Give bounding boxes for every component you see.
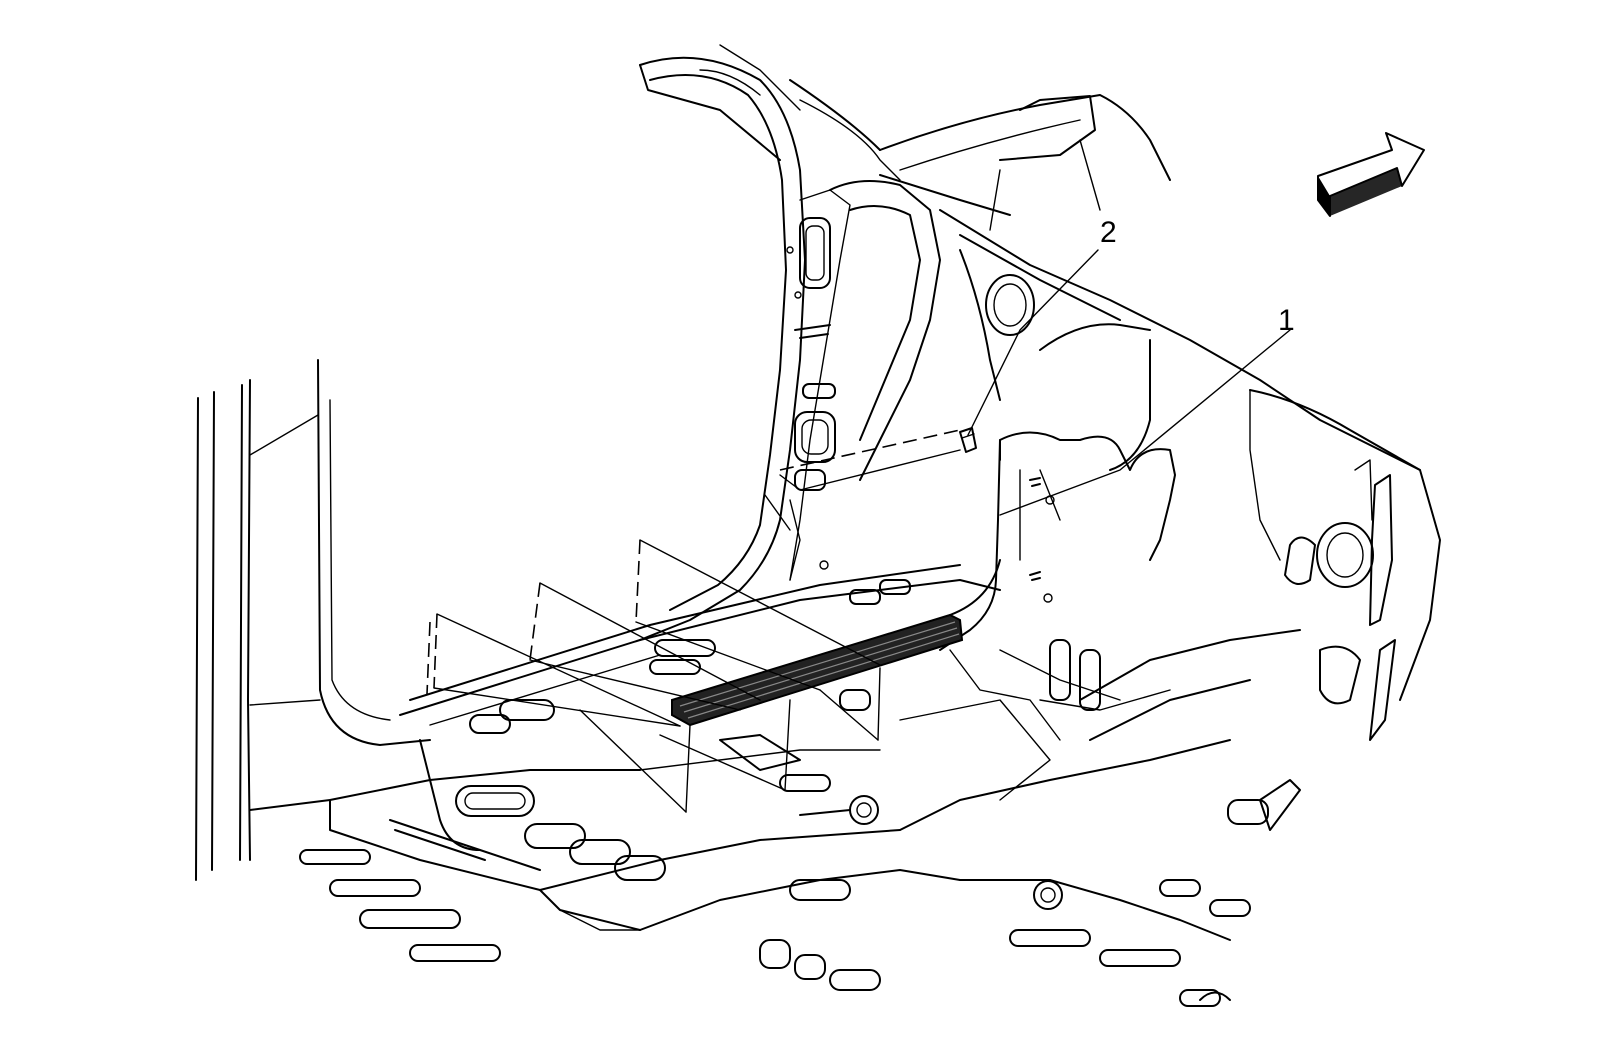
b-pillar-left: [195, 359, 431, 881]
sill-plate: [671, 559, 1001, 727]
callout-2-leader: [967, 249, 1099, 436]
callout-1-label: 1: [1278, 304, 1295, 337]
callout-2-label: 2: [1100, 216, 1117, 249]
inner-pillar-panel: [764, 180, 941, 581]
clip-retainer: [959, 427, 1041, 581]
callout-1-leader: [999, 329, 1291, 516]
rear-wheelhouse: [939, 209, 1421, 651]
rear-quarter-right: [1249, 389, 1441, 831]
front-direction-arrow: [1317, 132, 1425, 217]
roof-rail: [879, 94, 1171, 231]
a-pillar: [639, 44, 901, 641]
floor-pan: [249, 579, 1301, 1007]
install-lines: [426, 429, 961, 813]
